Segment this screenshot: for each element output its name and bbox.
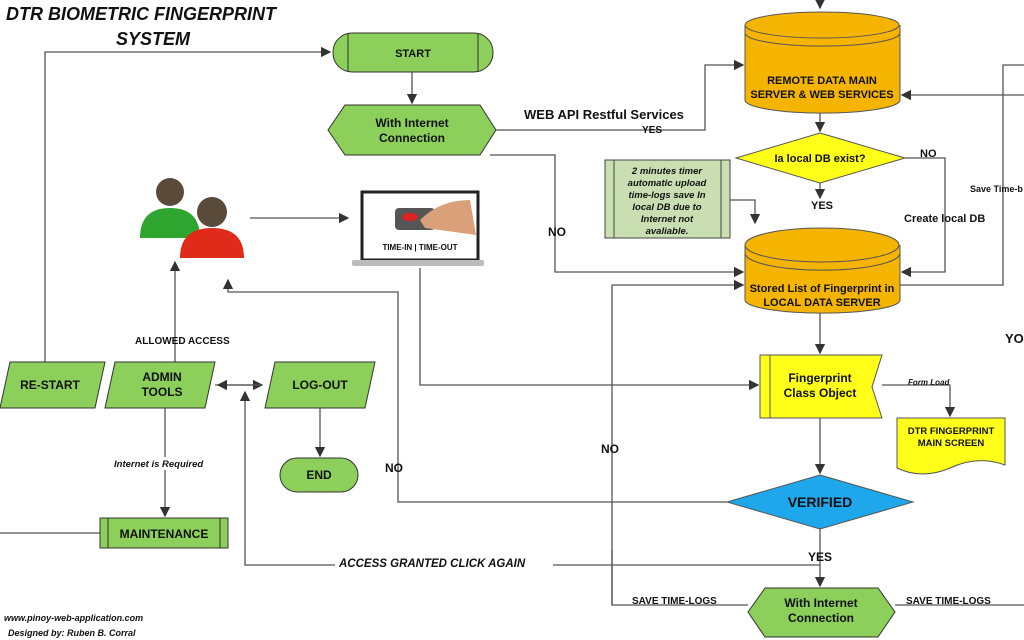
admin-tools-line1: ADMIN bbox=[142, 370, 181, 384]
local-db-check-label: Ia local DB exist? bbox=[774, 153, 865, 165]
allowed-access-label: ALLOWED ACCESS bbox=[135, 336, 230, 347]
verified-label: VERIFIED bbox=[788, 494, 853, 510]
save-logs-left-label: SAVE TIME-LOGS bbox=[632, 596, 717, 607]
no-label-verify-mid: NO bbox=[601, 442, 619, 456]
laptop-fingerprint-scanner-icon: TIME-IN | TIME-OUT bbox=[352, 190, 484, 266]
maintenance-box: MAINTENANCE bbox=[99, 517, 229, 549]
no-label-verify-left: NO bbox=[385, 461, 403, 475]
start-label: START bbox=[395, 48, 431, 60]
fingerprint-class-line1: Fingerprint bbox=[788, 371, 851, 385]
admin-tools-line2: TOOLS bbox=[141, 385, 182, 399]
yo-label: YO bbox=[1005, 331, 1024, 346]
create-local-db-label: Create local DB bbox=[904, 213, 985, 225]
yes-label-verified: YES bbox=[808, 550, 832, 564]
main-screen-line2: MAIN SCREEN bbox=[918, 438, 985, 449]
footer-website: www.pinoy-web-application.com bbox=[4, 613, 143, 623]
diagram-title-line2: SYSTEM bbox=[116, 29, 191, 49]
local-db-line1: Stored List of Fingerprint in bbox=[750, 283, 895, 295]
end-label: END bbox=[306, 468, 332, 482]
restart-label: RE-START bbox=[20, 378, 80, 392]
note-line: Internet not bbox=[641, 214, 694, 225]
timer-note: 2 minutes timer automatic upload time-lo… bbox=[604, 159, 731, 239]
connectors bbox=[0, 0, 1024, 606]
save-time-label: Save Time-b bbox=[970, 184, 1023, 194]
note-line: time-logs save In bbox=[628, 190, 705, 201]
internet-bottom-line1: With Internet bbox=[784, 596, 857, 610]
footer-designer: Designed by: Ruben B. Corral bbox=[8, 628, 136, 638]
note-line: avaliable. bbox=[646, 226, 689, 237]
fingerprint-class-line2: Class Object bbox=[784, 386, 857, 400]
laptop-label: TIME-IN | TIME-OUT bbox=[382, 243, 457, 252]
diagram-title-line1: DTR BIOMETRIC FINGERPRINT bbox=[6, 4, 278, 24]
note-line: local DB due to bbox=[632, 202, 701, 213]
start-terminator: START bbox=[332, 32, 494, 73]
internet-connection-decision-bottom: With Internet Connection bbox=[747, 587, 896, 638]
form-load-label: Form Load bbox=[908, 378, 950, 387]
logout-box: LOG-OUT bbox=[264, 361, 376, 409]
save-logs-right-label: SAVE TIME-LOGS bbox=[906, 596, 991, 607]
no-label-internet: NO bbox=[548, 225, 566, 239]
access-granted-label: ACCESS GRANTED CLICK AGAIN bbox=[338, 558, 526, 570]
internet-top-line1: With Internet bbox=[375, 116, 448, 130]
local-db-line2: LOCAL DATA SERVER bbox=[763, 297, 880, 309]
fingerprint-class-object: Fingerprint Class Object bbox=[759, 354, 883, 419]
local-db-cylinder: Stored List of Fingerprint in LOCAL DATA… bbox=[744, 227, 901, 314]
internet-required-label: Internet is Required bbox=[114, 459, 203, 470]
maintenance-label: MAINTENANCE bbox=[120, 527, 209, 541]
admin-tools-box: ADMIN TOOLS bbox=[104, 361, 216, 409]
end-terminator: END bbox=[279, 457, 359, 493]
internet-bottom-line2: Connection bbox=[788, 611, 854, 625]
remote-db-cylinder: REMOTE DATA MAIN SERVER & WEB SERVICES bbox=[744, 11, 901, 114]
restart-box: RE-START bbox=[0, 361, 106, 409]
note-line: automatic upload bbox=[628, 178, 707, 189]
internet-top-line2: Connection bbox=[379, 131, 445, 145]
main-screen-document: DTR FINGERPRINT MAIN SCREEN bbox=[896, 417, 1006, 475]
main-screen-line1: DTR FINGERPRINT bbox=[908, 426, 995, 437]
users-icon bbox=[140, 178, 244, 258]
remote-db-line2: SERVER & WEB SERVICES bbox=[750, 89, 893, 101]
remote-db-line1: REMOTE DATA MAIN bbox=[767, 75, 877, 87]
web-api-label: WEB API Restful Services bbox=[524, 107, 684, 122]
yes-label-db: YES bbox=[811, 200, 833, 212]
internet-connection-decision-top: With Internet Connection bbox=[327, 104, 497, 156]
no-label-db: NO bbox=[920, 148, 937, 160]
logout-label: LOG-OUT bbox=[292, 378, 348, 392]
note-line: 2 minutes timer bbox=[631, 166, 704, 177]
yes-label-top: YES bbox=[642, 125, 662, 136]
local-db-exists-decision: Ia local DB exist? bbox=[734, 132, 907, 184]
verified-decision: VERIFIED bbox=[725, 474, 915, 530]
